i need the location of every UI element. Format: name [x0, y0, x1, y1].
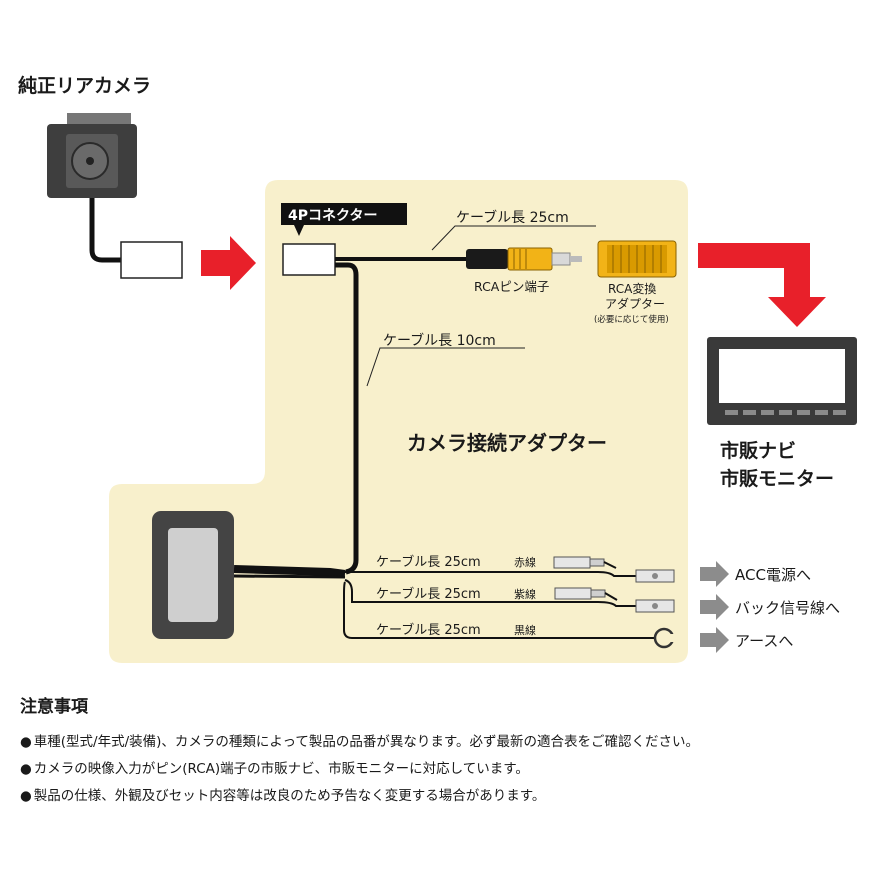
connector-4p-badge [281, 203, 407, 225]
arrow-right-icon [201, 236, 256, 290]
adapter-title: カメラ接続アダプター [407, 431, 607, 455]
connector-4p [282, 243, 336, 276]
ground-terminal-icon [653, 627, 676, 649]
cable-length-top: ケーブル長 25cm [456, 209, 569, 226]
adapter-panel [109, 180, 688, 663]
note-item: カメラの映像入力がピン(RCA)端子の市販ナビ、市販モニターに対応しています。 [20, 756, 880, 783]
note-item: 製品の仕様、外観及びセット内容等は改良のため予告なく変更する場合があります。 [20, 783, 880, 810]
wire-1-color: 赤線 [514, 555, 536, 569]
rear-camera-label: 純正リアカメラ [18, 74, 151, 97]
rca-adapter-label-2: アダプター [605, 296, 665, 311]
wire-3-dest: アースへ [735, 632, 793, 650]
wire-2-cable: ケーブル長 25cm [376, 586, 481, 602]
arrow-right-icon [700, 561, 729, 587]
wire-1-dest: ACC電源へ [735, 566, 811, 584]
notes-heading: 注意事項 [20, 697, 88, 717]
connector-4p-label: 4Pコネクター [288, 208, 377, 224]
notes-list: 車種(型式/年式/装備)、カメラの種類によって製品の品番が異なります。必ず最新の… [20, 729, 880, 810]
cable-length-mid: ケーブル長 10cm [383, 332, 496, 349]
terminal-icon [553, 556, 675, 583]
rear-camera-icon [47, 113, 137, 198]
wire-1-cable: ケーブル長 25cm [376, 554, 481, 570]
notes-section: 注意事項 車種(型式/年式/装備)、カメラの種類によって製品の品番が異なります。… [20, 692, 880, 810]
wire-2-color: 紫線 [514, 587, 536, 601]
arrow-right-icon [700, 627, 729, 653]
monitor-label-2: 市販モニター [720, 467, 834, 490]
rca-pin-label: RCAピン端子 [474, 279, 549, 294]
arrow-down-icon [698, 243, 826, 327]
note-item: 車種(型式/年式/装備)、カメラの種類によって製品の品番が異なります。必ず最新の… [20, 729, 880, 756]
adapter-box-icon [152, 511, 234, 639]
rca-adapter-note: (必要に応じて使用) [594, 314, 669, 325]
rca-adapter-icon [597, 240, 677, 278]
wire-3-color: 黒線 [514, 623, 536, 637]
wire-2-dest: バック信号線へ [735, 599, 840, 617]
monitor-label-1: 市販ナビ [720, 439, 796, 462]
monitor-icon [707, 337, 857, 425]
camera-connector [120, 241, 183, 279]
terminal-icon [554, 587, 675, 613]
rca-adapter-label-1: RCA変換 [608, 281, 656, 296]
arrow-right-icon [700, 594, 729, 620]
rca-plug-icon [466, 247, 582, 271]
wire-3-cable: ケーブル長 25cm [376, 622, 481, 638]
